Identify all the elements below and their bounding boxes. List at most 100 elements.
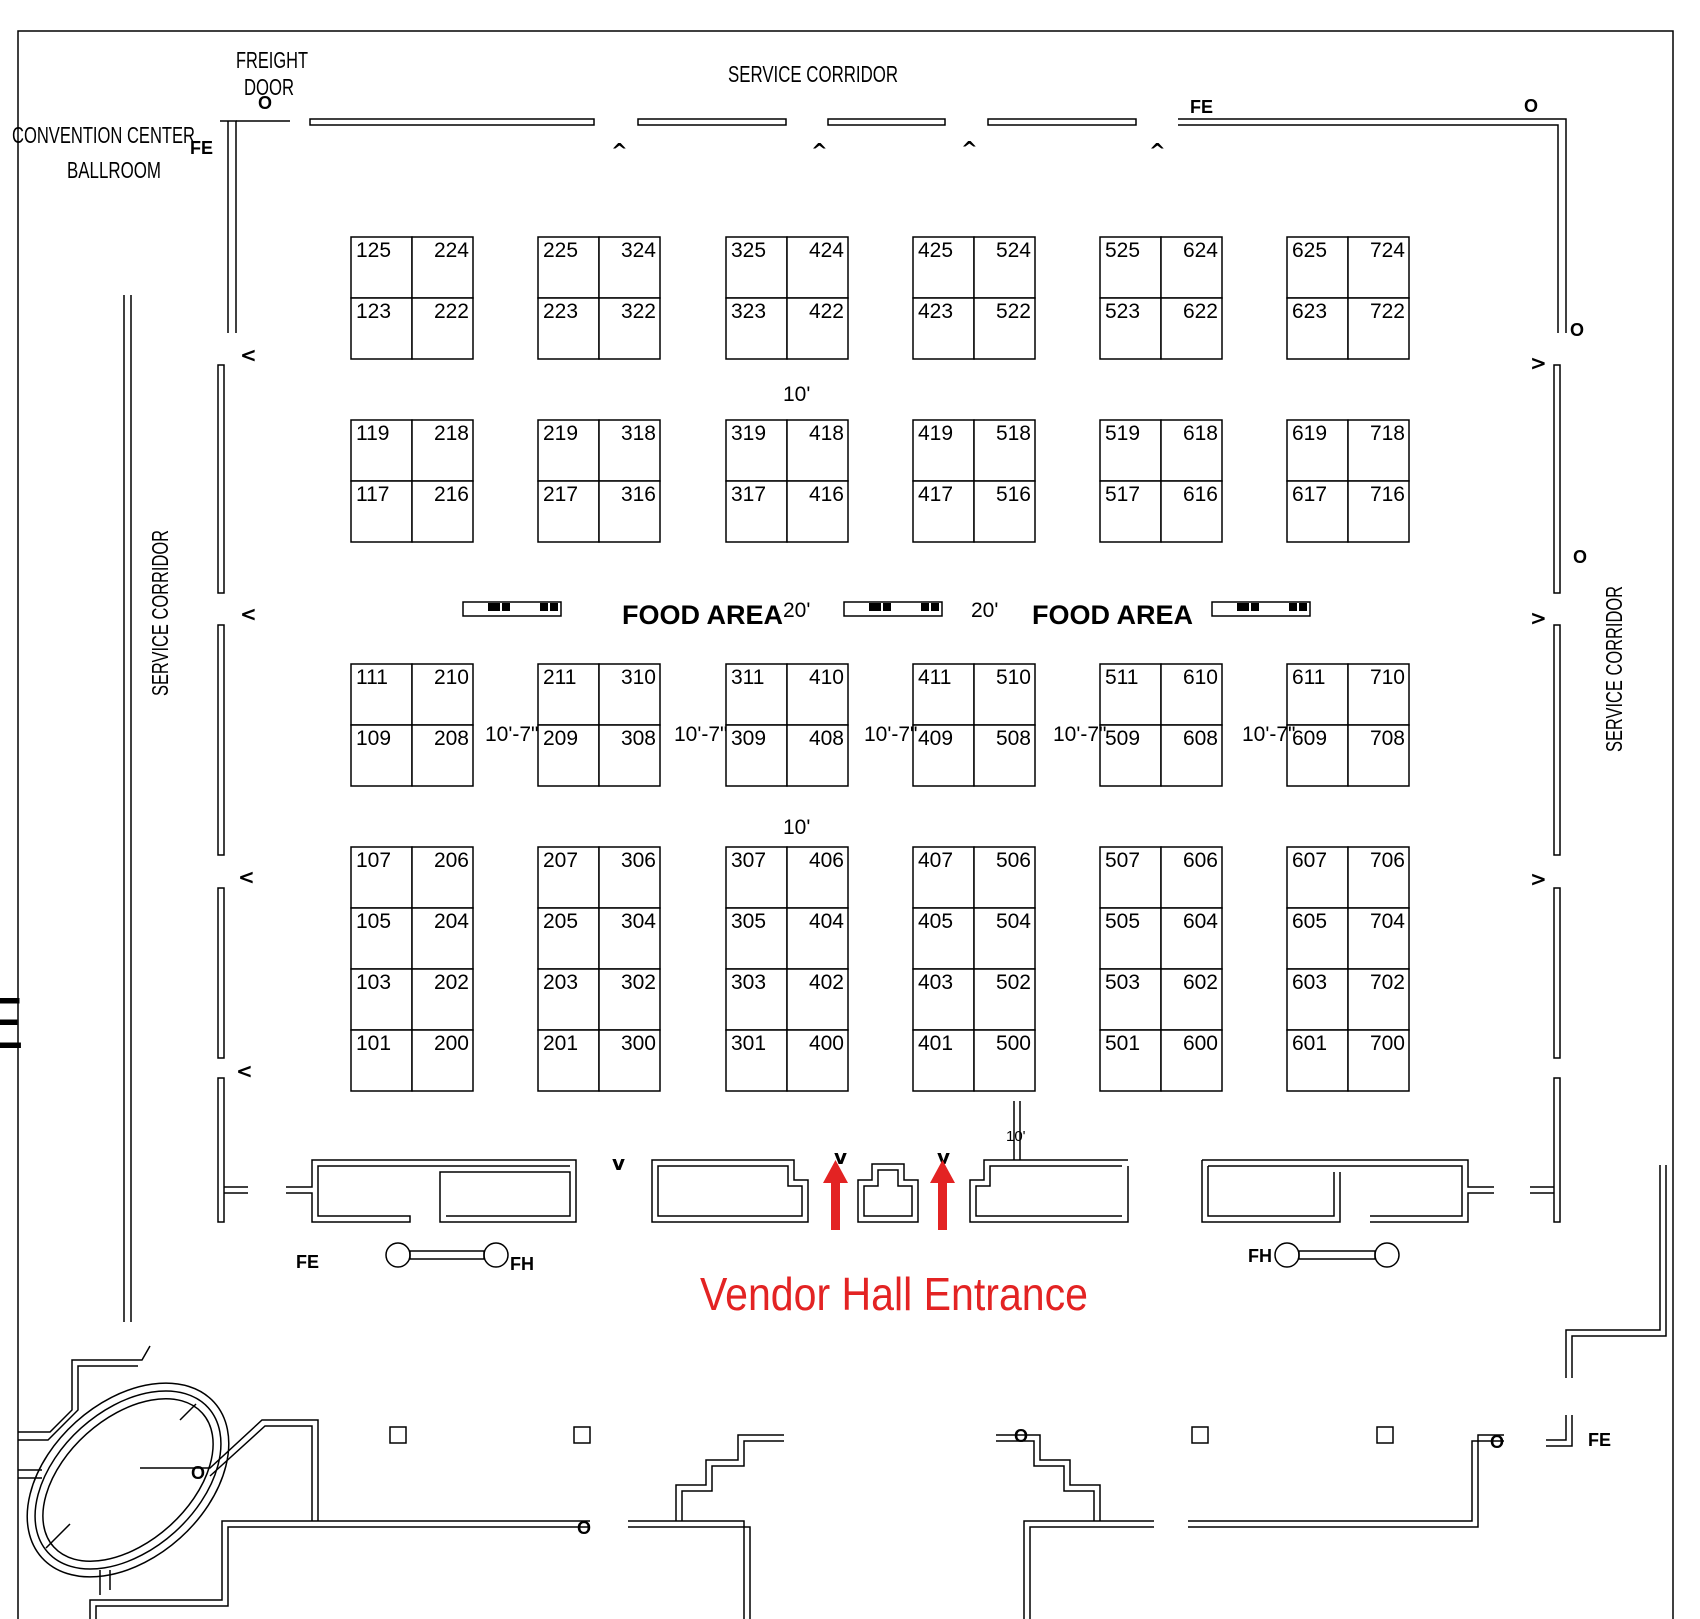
booth-210[interactable]: 210 (411, 663, 474, 726)
booth-606[interactable]: 606 (1160, 846, 1223, 909)
booth-117[interactable]: 117 (350, 480, 413, 543)
booth-316[interactable]: 316 (598, 480, 661, 543)
booth-305[interactable]: 305 (725, 907, 788, 970)
booth-722[interactable]: 722 (1347, 297, 1410, 360)
booth-404[interactable]: 404 (786, 907, 849, 970)
booth-603[interactable]: 603 (1286, 968, 1349, 1031)
booth-411[interactable]: 411 (912, 663, 975, 726)
booth-224[interactable]: 224 (411, 236, 474, 299)
booth-618[interactable]: 618 (1160, 419, 1223, 482)
booth-518[interactable]: 518 (973, 419, 1036, 482)
booth-417[interactable]: 417 (912, 480, 975, 543)
booth-510[interactable]: 510 (973, 663, 1036, 726)
booth-300[interactable]: 300 (598, 1029, 661, 1092)
booth-610[interactable]: 610 (1160, 663, 1223, 726)
booth-401[interactable]: 401 (912, 1029, 975, 1092)
booth-223[interactable]: 223 (537, 297, 600, 360)
booth-400[interactable]: 400 (786, 1029, 849, 1092)
booth-700[interactable]: 700 (1347, 1029, 1410, 1092)
booth-523[interactable]: 523 (1099, 297, 1162, 360)
booth-405[interactable]: 405 (912, 907, 975, 970)
booth-308[interactable]: 308 (598, 724, 661, 787)
booth-609[interactable]: 609 (1286, 724, 1349, 787)
booth-611[interactable]: 611 (1286, 663, 1349, 726)
booth-105[interactable]: 105 (350, 907, 413, 970)
booth-209[interactable]: 209 (537, 724, 600, 787)
booth-322[interactable]: 322 (598, 297, 661, 360)
booth-208[interactable]: 208 (411, 724, 474, 787)
booth-206[interactable]: 206 (411, 846, 474, 909)
booth-225[interactable]: 225 (537, 236, 600, 299)
booth-600[interactable]: 600 (1160, 1029, 1223, 1092)
booth-505[interactable]: 505 (1099, 907, 1162, 970)
booth-407[interactable]: 407 (912, 846, 975, 909)
booth-119[interactable]: 119 (350, 419, 413, 482)
booth-103[interactable]: 103 (350, 968, 413, 1031)
booth-624[interactable]: 624 (1160, 236, 1223, 299)
booth-403[interactable]: 403 (912, 968, 975, 1031)
booth-422[interactable]: 422 (786, 297, 849, 360)
booth-217[interactable]: 217 (537, 480, 600, 543)
booth-501[interactable]: 501 (1099, 1029, 1162, 1092)
booth-524[interactable]: 524 (973, 236, 1036, 299)
booth-623[interactable]: 623 (1286, 297, 1349, 360)
booth-408[interactable]: 408 (786, 724, 849, 787)
booth-323[interactable]: 323 (725, 297, 788, 360)
booth-416[interactable]: 416 (786, 480, 849, 543)
booth-525[interactable]: 525 (1099, 236, 1162, 299)
booth-125[interactable]: 125 (350, 236, 413, 299)
booth-211[interactable]: 211 (537, 663, 600, 726)
booth-710[interactable]: 710 (1347, 663, 1410, 726)
booth-517[interactable]: 517 (1099, 480, 1162, 543)
booth-419[interactable]: 419 (912, 419, 975, 482)
booth-502[interactable]: 502 (973, 968, 1036, 1031)
booth-109[interactable]: 109 (350, 724, 413, 787)
booth-608[interactable]: 608 (1160, 724, 1223, 787)
booth-222[interactable]: 222 (411, 297, 474, 360)
booth-500[interactable]: 500 (973, 1029, 1036, 1092)
booth-205[interactable]: 205 (537, 907, 600, 970)
booth-301[interactable]: 301 (725, 1029, 788, 1092)
booth-201[interactable]: 201 (537, 1029, 600, 1092)
booth-325[interactable]: 325 (725, 236, 788, 299)
booth-708[interactable]: 708 (1347, 724, 1410, 787)
booth-718[interactable]: 718 (1347, 419, 1410, 482)
booth-506[interactable]: 506 (973, 846, 1036, 909)
booth-604[interactable]: 604 (1160, 907, 1223, 970)
booth-304[interactable]: 304 (598, 907, 661, 970)
booth-318[interactable]: 318 (598, 419, 661, 482)
booth-123[interactable]: 123 (350, 297, 413, 360)
booth-702[interactable]: 702 (1347, 968, 1410, 1031)
booth-306[interactable]: 306 (598, 846, 661, 909)
booth-716[interactable]: 716 (1347, 480, 1410, 543)
booth-406[interactable]: 406 (786, 846, 849, 909)
booth-207[interactable]: 207 (537, 846, 600, 909)
booth-706[interactable]: 706 (1347, 846, 1410, 909)
booth-516[interactable]: 516 (973, 480, 1036, 543)
booth-203[interactable]: 203 (537, 968, 600, 1031)
booth-200[interactable]: 200 (411, 1029, 474, 1092)
booth-625[interactable]: 625 (1286, 236, 1349, 299)
booth-324[interactable]: 324 (598, 236, 661, 299)
booth-307[interactable]: 307 (725, 846, 788, 909)
booth-519[interactable]: 519 (1099, 419, 1162, 482)
booth-607[interactable]: 607 (1286, 846, 1349, 909)
booth-508[interactable]: 508 (973, 724, 1036, 787)
booth-617[interactable]: 617 (1286, 480, 1349, 543)
booth-425[interactable]: 425 (912, 236, 975, 299)
booth-311[interactable]: 311 (725, 663, 788, 726)
booth-504[interactable]: 504 (973, 907, 1036, 970)
booth-302[interactable]: 302 (598, 968, 661, 1031)
booth-704[interactable]: 704 (1347, 907, 1410, 970)
booth-724[interactable]: 724 (1347, 236, 1410, 299)
booth-204[interactable]: 204 (411, 907, 474, 970)
booth-622[interactable]: 622 (1160, 297, 1223, 360)
booth-616[interactable]: 616 (1160, 480, 1223, 543)
booth-418[interactable]: 418 (786, 419, 849, 482)
booth-319[interactable]: 319 (725, 419, 788, 482)
booth-605[interactable]: 605 (1286, 907, 1349, 970)
booth-310[interactable]: 310 (598, 663, 661, 726)
booth-619[interactable]: 619 (1286, 419, 1349, 482)
booth-309[interactable]: 309 (725, 724, 788, 787)
booth-511[interactable]: 511 (1099, 663, 1162, 726)
